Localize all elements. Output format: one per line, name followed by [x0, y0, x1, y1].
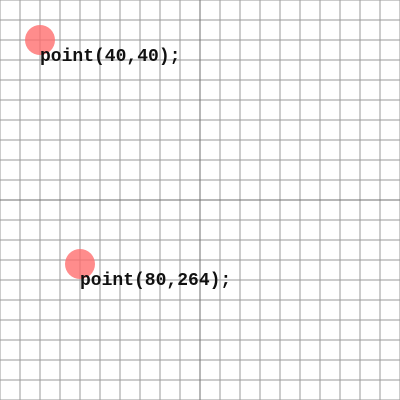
point-80-264: point(80,264); — [65, 249, 231, 291]
point-40-40: point(40,40); — [25, 25, 180, 67]
point-marker — [25, 25, 55, 55]
points-layer: point(40,40); point(80,264); — [25, 25, 231, 291]
point-code-label: point(80,264); — [80, 271, 231, 291]
point-marker — [65, 249, 95, 279]
point-code-label: point(40,40); — [40, 47, 180, 67]
